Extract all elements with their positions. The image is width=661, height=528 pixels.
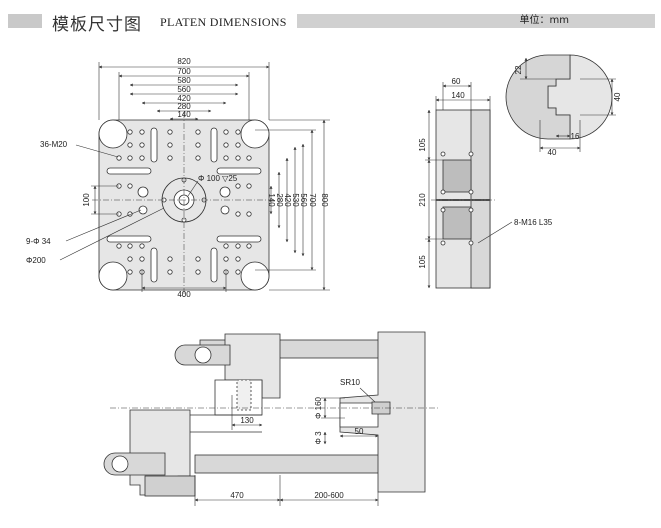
callout-9-phi34: 9-Φ 34: [26, 237, 51, 246]
t-slot: [150, 127, 158, 163]
header-bar: 模板尺寸图 PLATEN DIMENSIONS 单位：mm: [0, 0, 661, 35]
dim-v-700: 700: [308, 193, 317, 207]
side-dim-105-bottom: 105: [418, 255, 427, 269]
side-slot-upper: [442, 159, 472, 193]
platen-side-view: [431, 109, 496, 289]
section-sr10: SR10: [340, 378, 361, 387]
section-dim-470: 470: [230, 491, 244, 500]
tie-bar-hole-tl: [98, 119, 128, 149]
dim-420: 420: [177, 94, 191, 103]
dim-560: 560: [177, 85, 191, 94]
side-callout-m16: 8-M16 L35: [514, 218, 553, 227]
dim-280: 280: [177, 102, 191, 111]
section-dim-50: 50: [355, 427, 364, 436]
side-dim-210: 210: [418, 193, 427, 207]
header-unit-bar: [297, 14, 655, 28]
side-dim-105-top: 105: [418, 138, 427, 152]
dim-100: 100: [82, 193, 91, 207]
section-phi160: Φ 160: [314, 396, 323, 419]
dim-140: 140: [177, 110, 191, 119]
unit-label: 单位：mm: [519, 15, 569, 26]
header-accent-block: [8, 14, 42, 28]
page-title-chinese: 模板尺寸图: [52, 15, 142, 35]
tie-bar-hole-bl: [98, 261, 128, 291]
dim-v-530: 530: [291, 193, 300, 207]
dim-700: 700: [177, 67, 191, 76]
t-slot: [150, 247, 158, 283]
dim-400: 400: [177, 290, 191, 299]
detail-dim-40-v: 40: [613, 92, 622, 101]
detail-dim-22: 22: [514, 65, 523, 74]
dim-v-420: 420: [283, 193, 292, 207]
t-slot: [106, 167, 152, 175]
callout-center-bore: Φ 100 ▽25: [198, 174, 238, 183]
tie-bar-detail: [505, 54, 613, 140]
t-slot: [216, 235, 262, 243]
section-dim-130: 130: [240, 416, 254, 425]
side-slot-lower: [442, 206, 472, 240]
machine-section-view: [103, 331, 440, 497]
bolt-holes: [116, 129, 252, 275]
callout-36-m20: 36-M20: [40, 140, 68, 149]
platen-top-dims: [98, 62, 270, 121]
side-dim-140: 140: [451, 91, 465, 100]
t-slot: [210, 247, 218, 283]
dim-v-280: 280: [275, 193, 284, 207]
dim-v-560: 560: [299, 193, 308, 207]
dim-v-800: 800: [320, 193, 329, 207]
platen-right-dims: [255, 119, 330, 291]
tie-bar-hole-br: [240, 261, 270, 291]
tie-bar-lower: [194, 454, 391, 474]
t-slot: [106, 235, 152, 243]
side-dim-60: 60: [452, 77, 461, 86]
tie-bar-hole-tr: [240, 119, 270, 149]
t-slot: [216, 167, 262, 175]
detail-dim-16: 16: [571, 132, 580, 141]
section-dim-200-600: 200-600: [314, 491, 344, 500]
dim-820: 820: [177, 57, 191, 66]
platen-front-view: [92, 112, 276, 298]
dim-v-140: 140: [267, 193, 276, 207]
callout-phi200: Φ200: [26, 256, 46, 265]
t-slot: [210, 127, 218, 163]
dim-580: 580: [177, 76, 191, 85]
section-phi3: Φ 3: [314, 431, 323, 445]
page-title-english: PLATEN DIMENSIONS: [160, 15, 287, 29]
detail-dim-40-h: 40: [548, 148, 557, 157]
